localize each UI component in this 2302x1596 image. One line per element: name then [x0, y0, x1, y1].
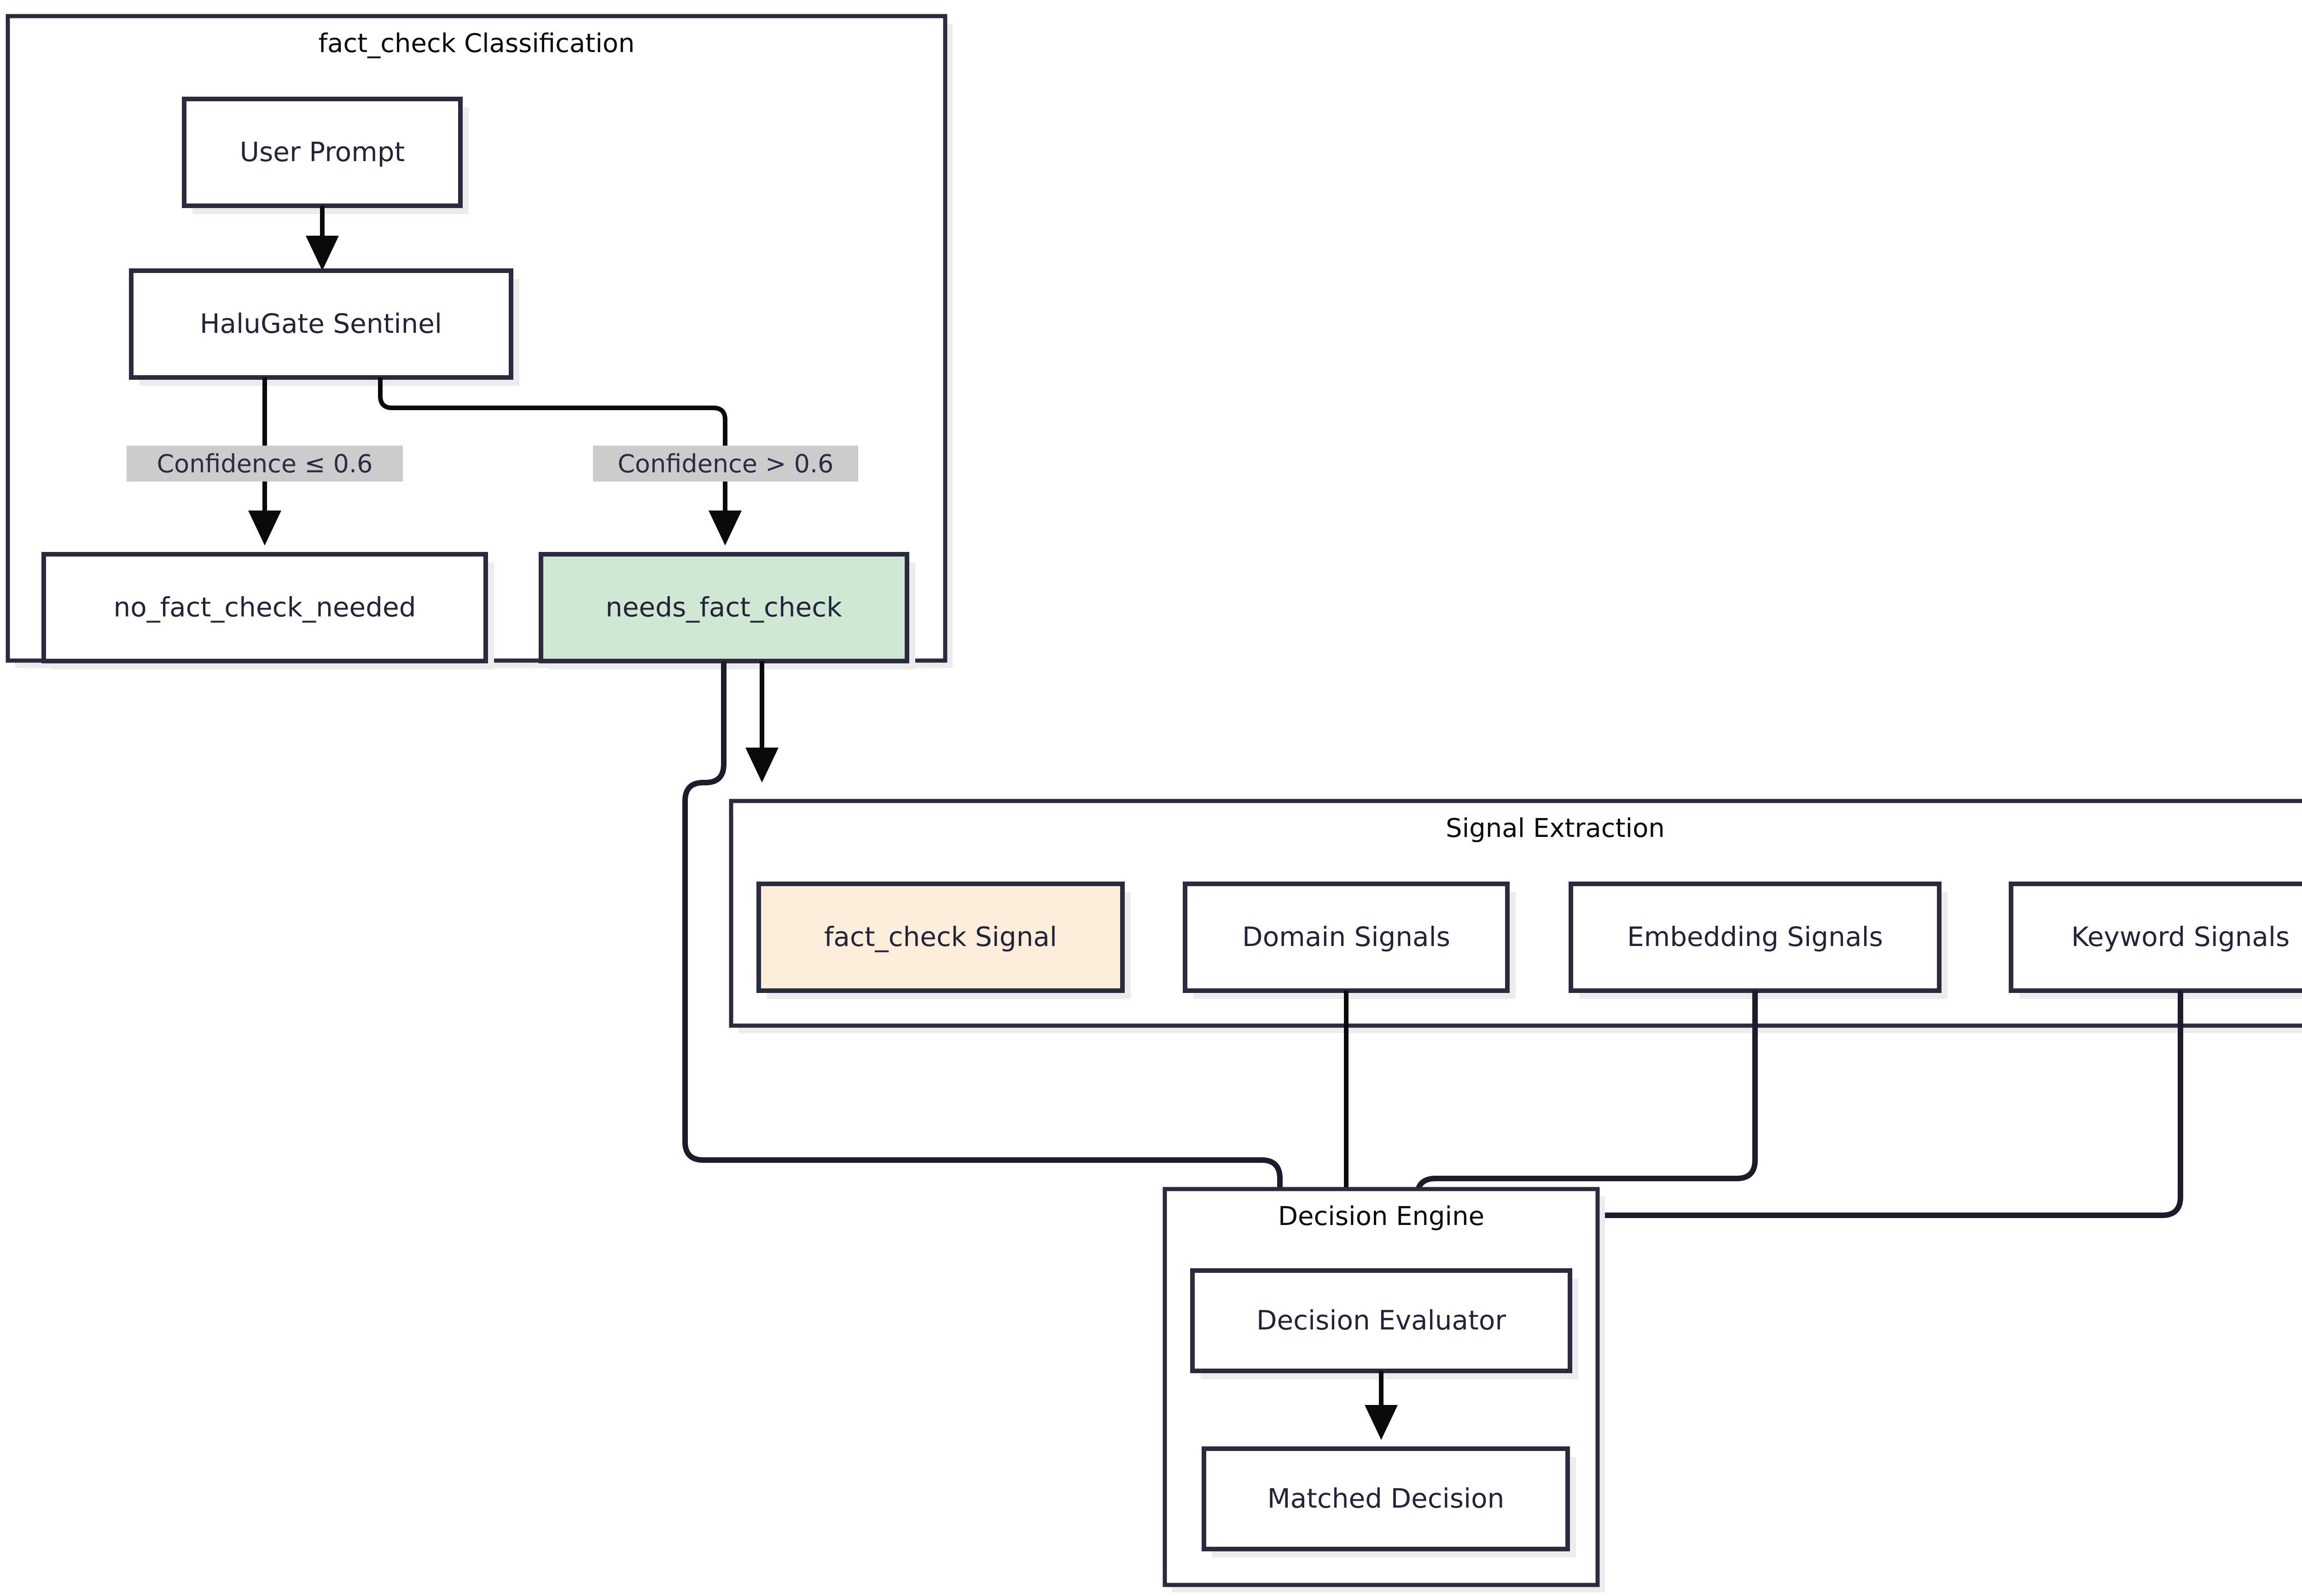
edge-halugate-to-needs-fact-check: [378, 377, 742, 546]
node-no-fact-check-needed-label: no_fact_check_needed: [113, 592, 416, 623]
node-embedding-signals[interactable]: Embedding Signals: [1569, 882, 1947, 999]
edge-label-high-confidence: Confidence > 0.6: [593, 446, 858, 482]
node-domain-signals-label: Domain Signals: [1242, 921, 1450, 952]
node-needs-fact-check-rect[interactable]: [539, 552, 909, 663]
node-fact-check-signal-rect[interactable]: [756, 882, 1125, 993]
edge-decision-evaluator-to-matched-decision: [1365, 1371, 1398, 1440]
node-matched-decision-rect[interactable]: [1202, 1446, 1570, 1551]
node-needs-fact-check-label: needs_fact_check: [605, 592, 842, 623]
node-fact-check-signal-label: fact_check Signal: [824, 921, 1057, 952]
arrowhead-icon: [1365, 1405, 1398, 1440]
node-fact-check-signal[interactable]: fact_check Signal: [756, 882, 1131, 999]
node-halugate-sentinel-rect[interactable]: [129, 268, 513, 380]
node-needs-fact-check[interactable]: needs_fact_check: [539, 552, 915, 669]
arrowhead-icon: [745, 748, 779, 783]
edge-user-prompt-to-halugate: [306, 206, 339, 271]
node-keyword-signals-label: Keyword Signals: [2071, 921, 2290, 952]
node-decision-evaluator-label: Decision Evaluator: [1256, 1305, 1506, 1336]
edge-label-low-confidence-bg: [127, 446, 403, 482]
arrowhead-icon: [306, 236, 339, 271]
node-user-prompt[interactable]: User Prompt: [182, 97, 469, 214]
edge-label-high-confidence-text: Confidence > 0.6: [617, 449, 833, 478]
arrowhead-icon: [709, 511, 742, 546]
node-domain-signals-rect[interactable]: [1183, 882, 1510, 993]
node-domain-signals[interactable]: Domain Signals: [1183, 882, 1516, 999]
edge-label-low-confidence-text: Confidence ≤ 0.6: [157, 449, 372, 478]
node-embedding-signals-label: Embedding Signals: [1627, 921, 1883, 952]
node-no-fact-check-needed[interactable]: no_fact_check_needed: [41, 552, 494, 669]
node-matched-decision-label: Matched Decision: [1267, 1483, 1505, 1514]
edge-label-low-confidence: Confidence ≤ 0.6: [127, 446, 403, 482]
node-halugate-sentinel[interactable]: HaluGate Sentinel: [129, 268, 519, 386]
node-halugate-sentinel-label: HaluGate Sentinel: [200, 308, 442, 339]
edge-label-high-confidence-bg: [593, 446, 858, 482]
node-matched-decision[interactable]: Matched Decision: [1202, 1446, 1576, 1557]
edge-needs-fact-check-to-signal-extraction: [745, 661, 779, 783]
arrowhead-icon: [248, 511, 281, 546]
node-user-prompt-label: User Prompt: [240, 136, 405, 168]
node-keyword-signals[interactable]: Keyword Signals: [2009, 882, 2302, 999]
node-decision-evaluator[interactable]: Decision Evaluator: [1190, 1268, 1578, 1379]
cluster-signal-extraction-title: Signal Extraction: [1446, 813, 1665, 843]
cluster-classification-title: fact_check Classification: [318, 29, 634, 58]
cluster-decision-engine-title: Decision Engine: [1278, 1201, 1484, 1231]
node-decision-evaluator-rect[interactable]: [1190, 1268, 1572, 1373]
node-no-fact-check-needed-rect[interactable]: [41, 552, 488, 663]
